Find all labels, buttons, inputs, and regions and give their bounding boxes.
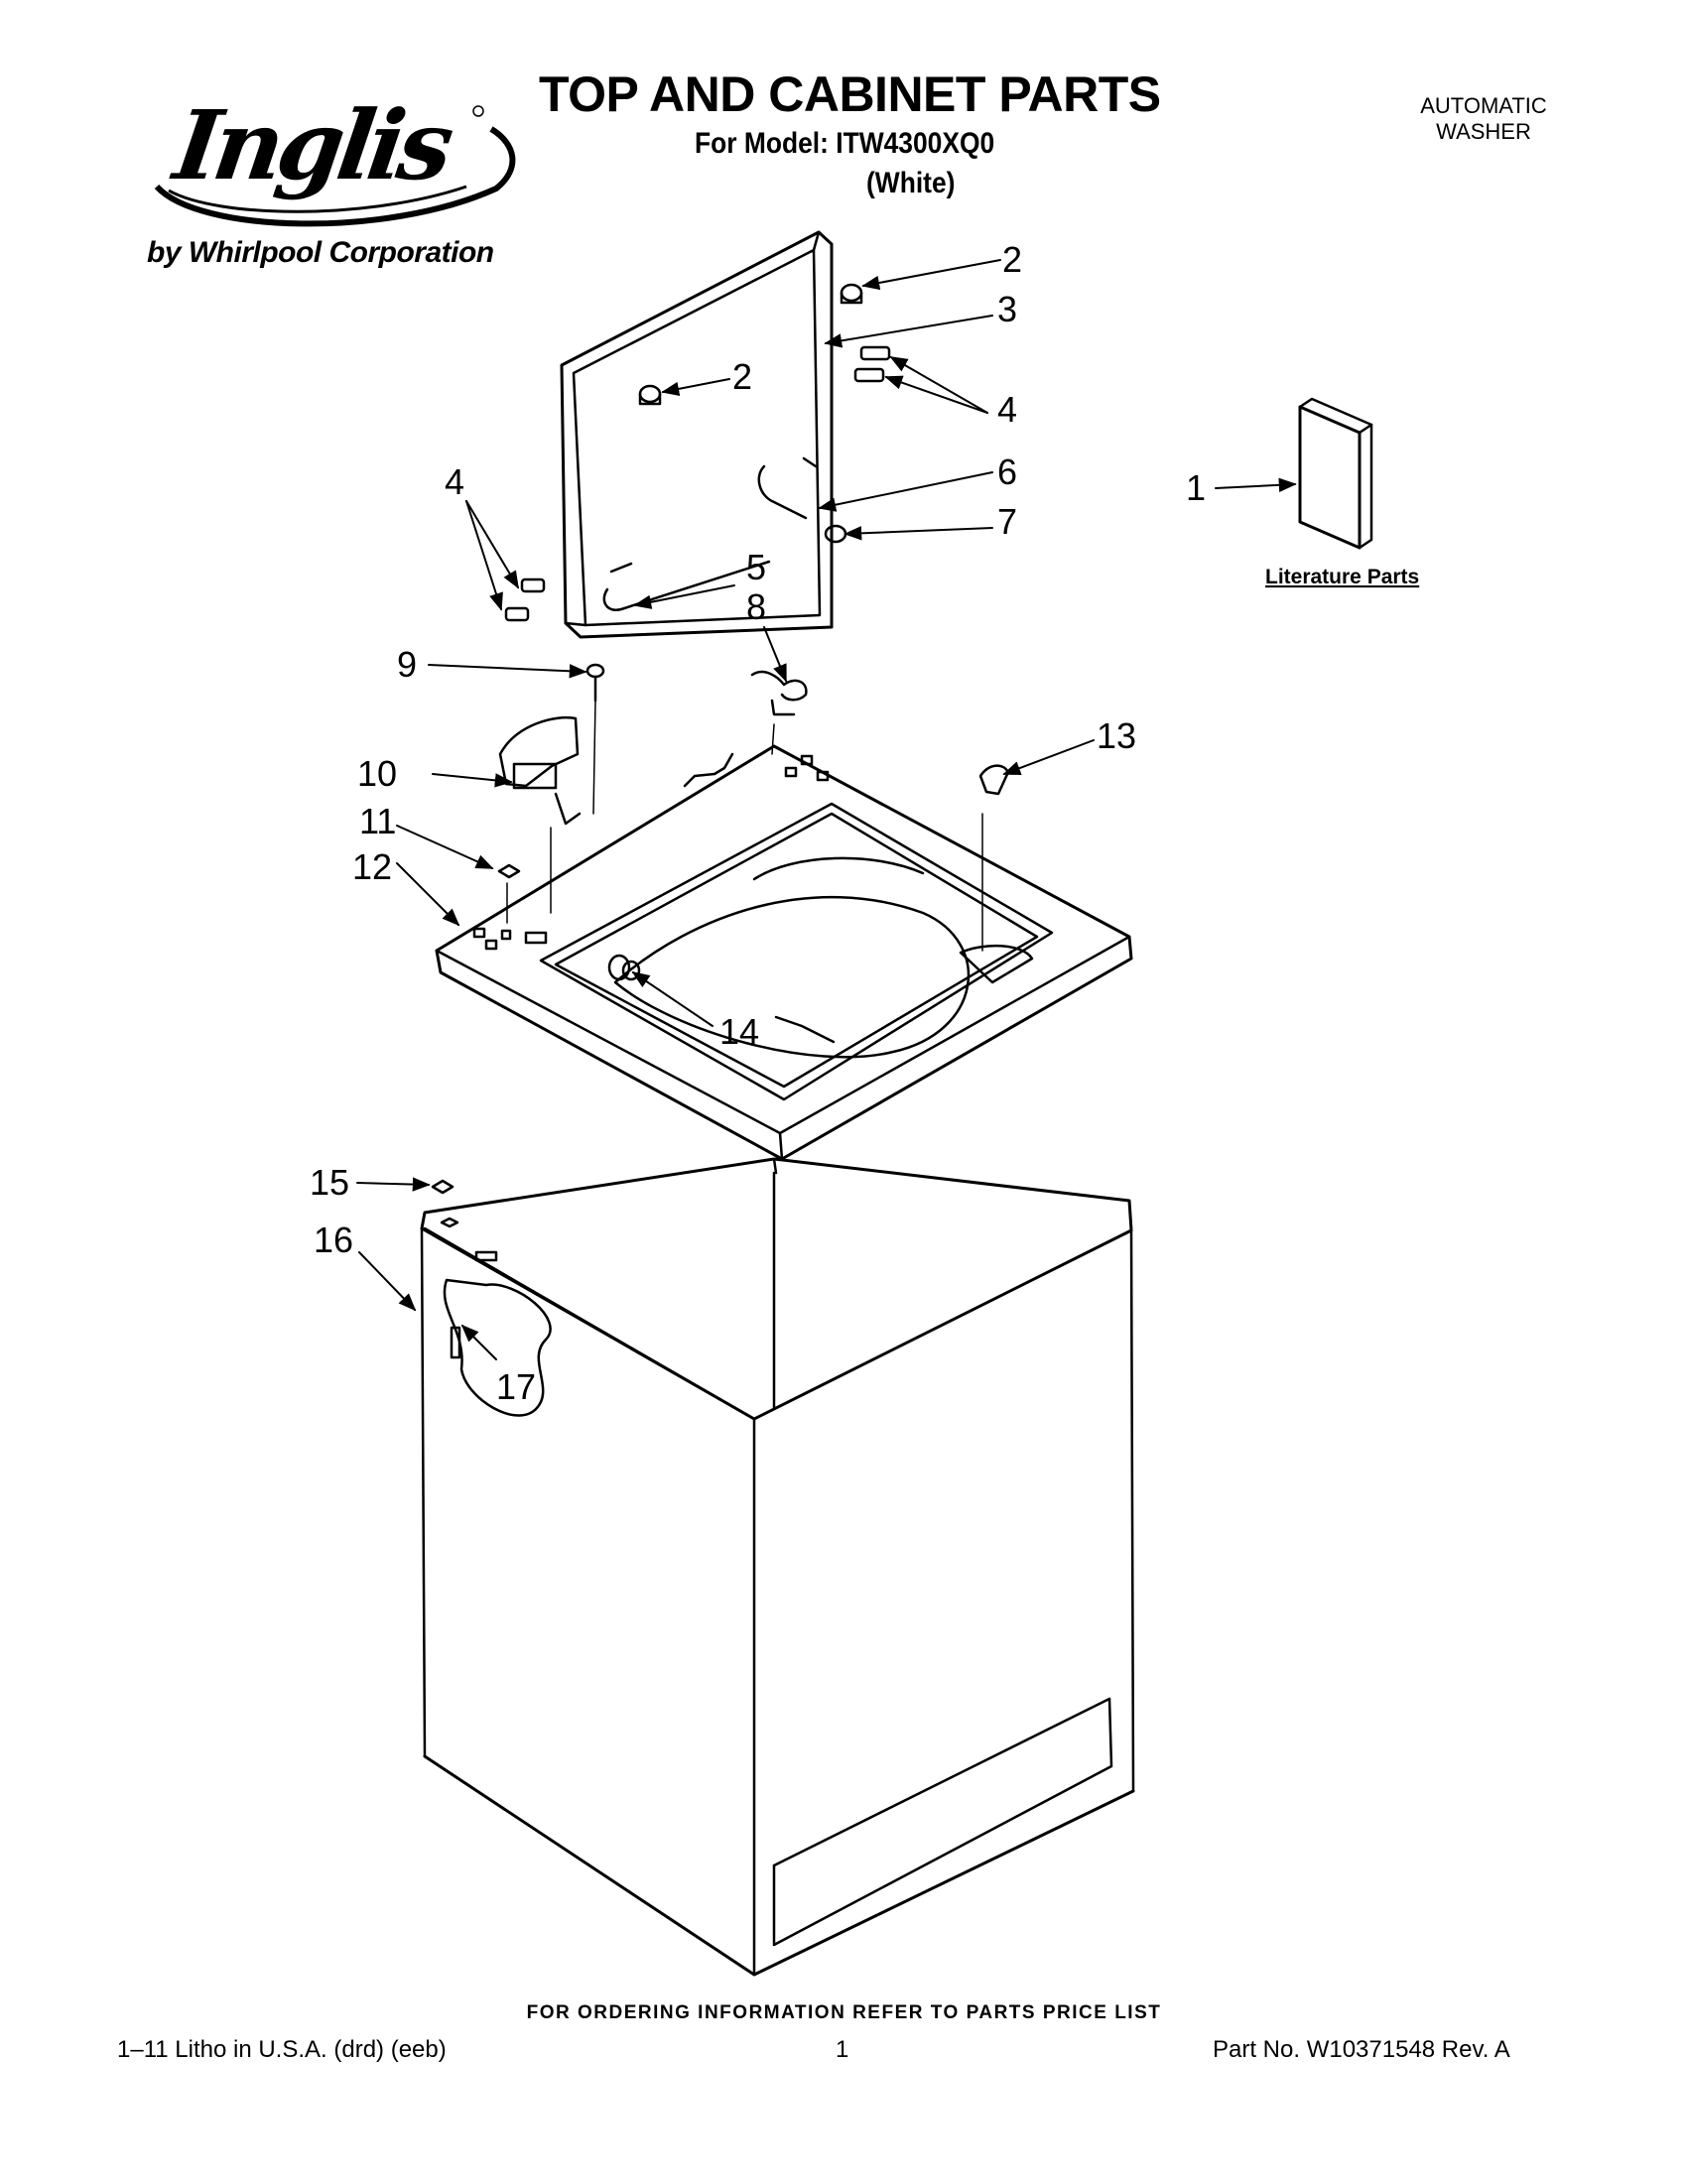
callout-1: 1 <box>1186 467 1206 508</box>
callout-2b: 2 <box>732 356 752 397</box>
page-number: 1 <box>836 2036 849 2063</box>
callout-5: 5 <box>746 547 766 587</box>
callout-17: 17 <box>496 1366 536 1407</box>
page-title: TOP AND CABINET PARTS <box>539 66 1161 122</box>
callout-10: 10 <box>357 753 397 794</box>
hinge-parts <box>497 663 1010 879</box>
callout-14: 14 <box>719 1011 759 1052</box>
callout-12: 12 <box>352 846 392 887</box>
lid-part <box>560 230 834 639</box>
literature-part <box>1298 397 1373 550</box>
ordering-note: FOR ORDERING INFORMATION REFER TO PARTS … <box>526 2002 1162 2023</box>
callout-numbers: 2 3 2 4 4 6 7 5 8 1 9 10 11 12 13 14 15 … <box>310 239 1419 1407</box>
callout-7: 7 <box>997 501 1017 542</box>
callout-leaders <box>356 259 1297 1360</box>
footer-litho: 1–11 Litho in U.S.A. (drd) (eeb) <box>117 2036 447 2063</box>
cabinet-part <box>420 1157 1135 1977</box>
lid-bumper-parts <box>504 283 891 622</box>
part-number: Part No. W10371548 Rev. A <box>1213 2036 1510 2063</box>
callout-2a: 2 <box>1002 239 1022 280</box>
callout-6: 6 <box>997 451 1017 492</box>
appliance-type: AUTOMATIC WASHER <box>1420 93 1547 144</box>
literature-parts-label: Literature Parts <box>1265 566 1419 588</box>
top-panel-part <box>435 744 1133 1161</box>
callout-13: 13 <box>1097 715 1136 756</box>
callout-4b: 4 <box>445 461 464 502</box>
callout-8: 8 <box>746 586 766 627</box>
svg-text:Inglis: Inglis <box>165 88 458 200</box>
model-line: For Model: ITW4300XQ0 <box>695 127 995 160</box>
callout-3: 3 <box>997 289 1017 329</box>
callout-4a: 4 <box>997 389 1017 430</box>
callout-16: 16 <box>314 1220 353 1260</box>
color-line: (White) <box>866 167 956 199</box>
inglis-logo: Inglis <box>154 88 516 227</box>
brand-tagline: by Whirlpool Corporation <box>147 236 494 269</box>
callout-11: 11 <box>359 801 396 841</box>
callout-15: 15 <box>310 1162 349 1203</box>
assembly-guide-lines <box>506 700 983 952</box>
callout-9: 9 <box>397 644 417 685</box>
